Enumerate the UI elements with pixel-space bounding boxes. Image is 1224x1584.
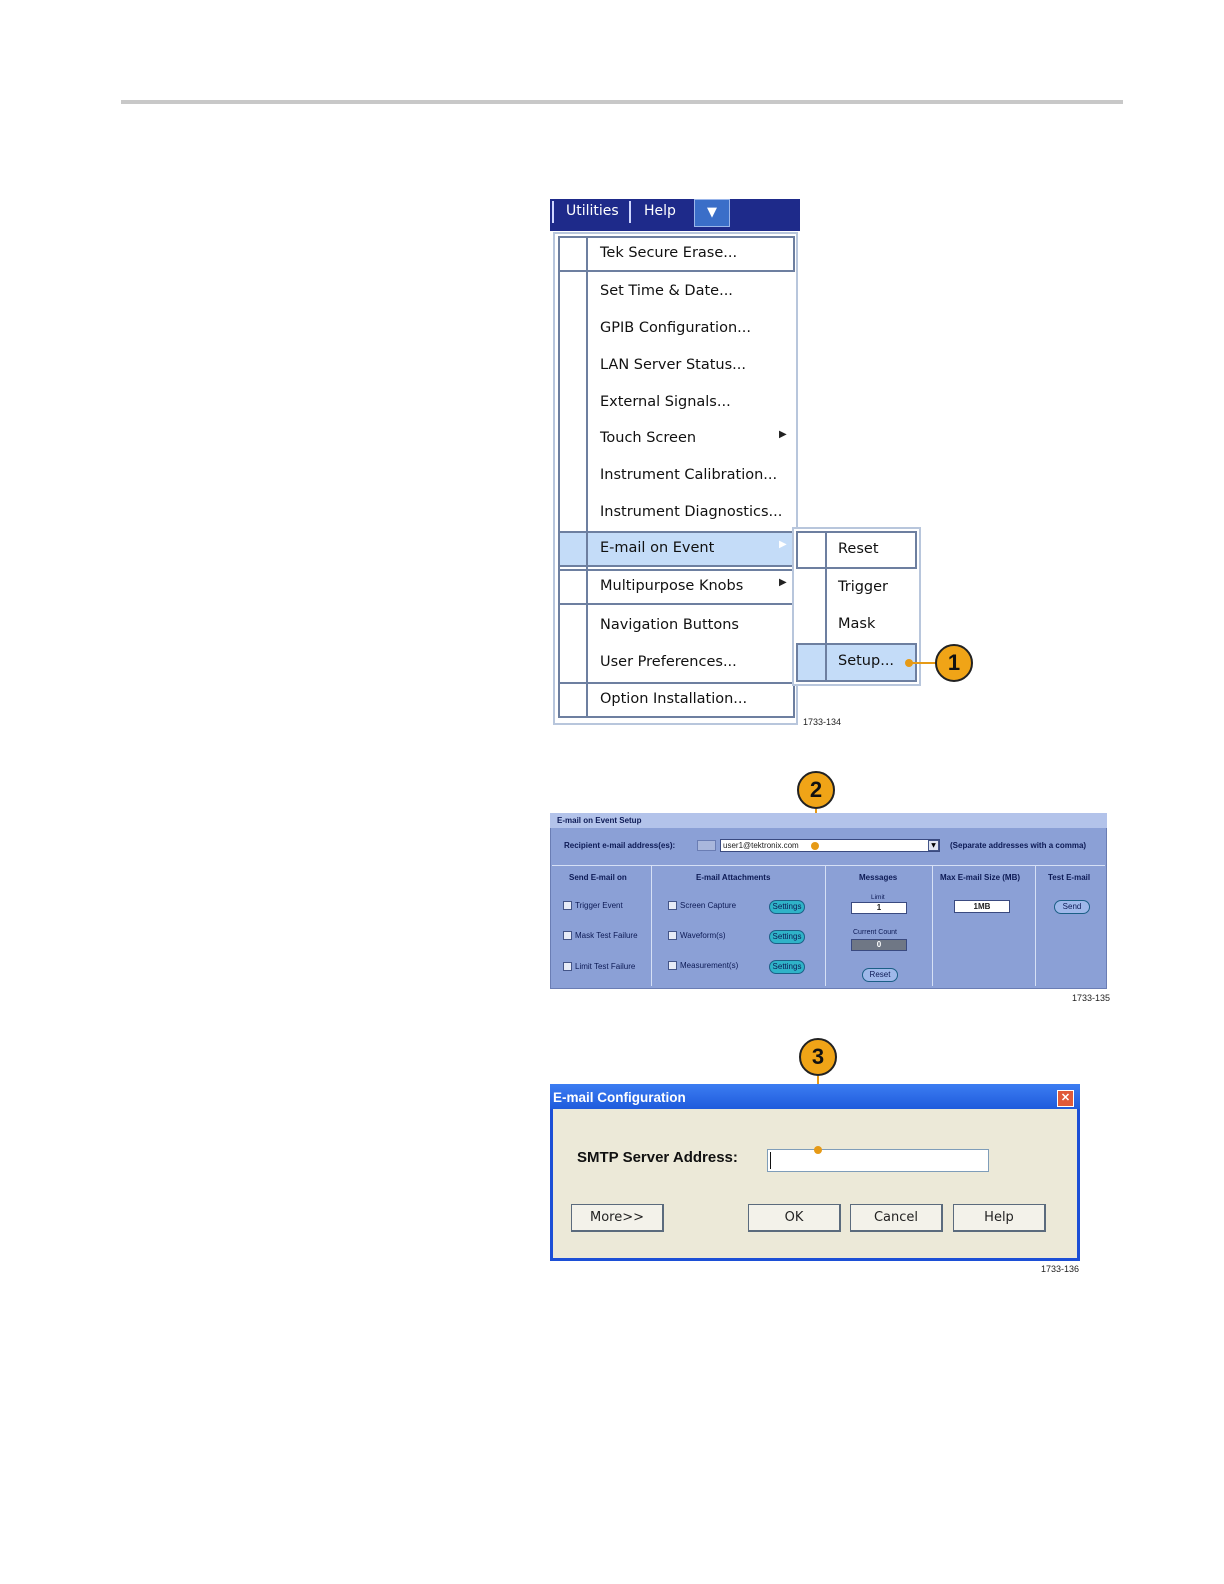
callout-2-dot [811, 842, 819, 850]
column-divider [651, 866, 652, 986]
callout-1-leader [909, 662, 937, 664]
waveforms-settings-button[interactable]: Settings [769, 930, 805, 944]
menu-item-label: External Signals... [600, 394, 731, 410]
limit-input[interactable]: 1 [851, 902, 907, 914]
menu-item-label: Instrument Calibration... [600, 467, 778, 483]
utilities-dropdown-menu [553, 232, 798, 725]
panel-divider [552, 865, 1105, 866]
send-on-header: Send E-mail on [569, 873, 627, 882]
figure-id: 1733-135 [1072, 993, 1111, 1003]
messages-header: Messages [859, 873, 898, 882]
attachments-header: E-mail Attachments [696, 873, 771, 882]
panel-title-bar [550, 813, 1107, 828]
help-button[interactable]: Help [953, 1204, 1046, 1232]
submenu-item-label: Mask [838, 616, 876, 632]
dialog-title-bar [550, 1084, 1080, 1109]
submenu-item-label: Setup... [838, 653, 895, 669]
column-divider [825, 866, 826, 986]
waveforms-label: Waveform(s) [680, 931, 726, 940]
waveforms-checkbox[interactable] [668, 931, 677, 940]
menu-item-label: GPIB Configuration... [600, 320, 751, 336]
figure-id: 1733-136 [1041, 1264, 1080, 1274]
chevron-down-icon[interactable]: ▼ [928, 840, 939, 851]
menu-item-label: Instrument Diagnostics... [600, 504, 783, 520]
callout-3-dot [814, 1146, 822, 1154]
submenu-item-label: Reset [838, 541, 879, 557]
panel-title: E-mail on Event Setup [557, 816, 642, 825]
trigger-event-checkbox[interactable] [563, 901, 572, 910]
smtp-server-label: SMTP Server Address: [577, 1149, 738, 1166]
column-divider [932, 866, 933, 986]
limit-label: Limit [871, 894, 885, 901]
menu-item-label: User Preferences... [600, 654, 737, 670]
email-configuration-dialog [550, 1084, 1080, 1261]
measurements-checkbox[interactable] [668, 961, 677, 970]
submenu-item[interactable] [796, 643, 917, 682]
screen-capture-settings-button[interactable]: Settings [769, 900, 805, 914]
limit-test-failure-checkbox[interactable] [563, 962, 572, 971]
submenu-arrow-icon: ▶ [779, 429, 787, 440]
submenu-arrow-icon: ▶ [779, 577, 787, 588]
menu-item-label: Touch Screen [600, 430, 697, 446]
submenu-arrow-icon: ▶ [779, 539, 787, 550]
callout-2: 2 [797, 771, 835, 809]
submenu-item-label: Trigger [838, 579, 889, 595]
dropdown-arrow-icon[interactable]: ▼ [694, 199, 730, 227]
reset-count-button[interactable]: Reset [862, 968, 898, 982]
send-test-email-button[interactable]: Send [1054, 900, 1090, 914]
menu-item-label: Set Time & Date... [600, 283, 733, 299]
callout-3: 3 [799, 1038, 837, 1076]
menu-item-label: Navigation Buttons [600, 617, 739, 633]
menu-utilities[interactable]: Utilities [566, 203, 619, 219]
mask-test-failure-checkbox[interactable] [563, 931, 572, 940]
menu-help[interactable]: Help [644, 203, 676, 219]
smtp-server-input[interactable] [767, 1149, 989, 1172]
menu-item-label: LAN Server Status... [600, 357, 746, 373]
current-count-value: 0 [851, 939, 907, 951]
measurements-label: Measurement(s) [680, 961, 739, 970]
text-caret [770, 1152, 771, 1169]
separator-note: (Separate addresses with a comma) [950, 841, 1087, 850]
cancel-button[interactable]: Cancel [850, 1204, 943, 1232]
keyboard-icon[interactable] [697, 840, 716, 851]
limit-test-failure-label: Limit Test Failure [575, 962, 636, 971]
mask-test-failure-label: Mask Test Failure [575, 931, 638, 940]
dialog-title: E-mail Configuration [553, 1090, 686, 1105]
menu-item-label: E-mail on Event [600, 540, 715, 556]
menu-bar-separator [629, 201, 631, 223]
page-header-rule [121, 100, 1123, 104]
menu-bar [550, 199, 800, 231]
close-icon[interactable]: ✕ [1057, 1090, 1074, 1107]
trigger-event-label: Trigger Event [575, 901, 623, 910]
menu-bar-separator [552, 201, 554, 223]
more-button[interactable]: More>> [571, 1204, 664, 1232]
max-size-header: Max E-mail Size (MB) [940, 873, 1021, 882]
max-size-input[interactable]: 1MB [954, 900, 1010, 913]
recipient-input[interactable]: user1@tektronix.com [720, 839, 940, 852]
callout-1: 1 [935, 644, 973, 682]
menu-item[interactable] [558, 531, 795, 567]
submenu-item[interactable] [796, 531, 917, 569]
menu-item-label: Tek Secure Erase... [600, 245, 738, 261]
recipient-label: Recipient e-mail address(es): [564, 841, 676, 850]
screen-capture-label: Screen Capture [680, 901, 737, 910]
test-email-header: Test E-mail [1048, 873, 1091, 882]
column-divider [1035, 866, 1036, 986]
measurements-settings-button[interactable]: Settings [769, 960, 805, 974]
submenu-icon-gutter [796, 531, 827, 682]
menu-item-label: Option Installation... [600, 691, 748, 707]
menu-icon-gutter [558, 236, 588, 718]
figure-id: 1733-134 [803, 717, 842, 727]
screen-capture-checkbox[interactable] [668, 901, 677, 910]
ok-button[interactable]: OK [748, 1204, 841, 1232]
menu-item-label: Multipurpose Knobs [600, 578, 744, 594]
current-count-label: Current Count [853, 929, 897, 936]
